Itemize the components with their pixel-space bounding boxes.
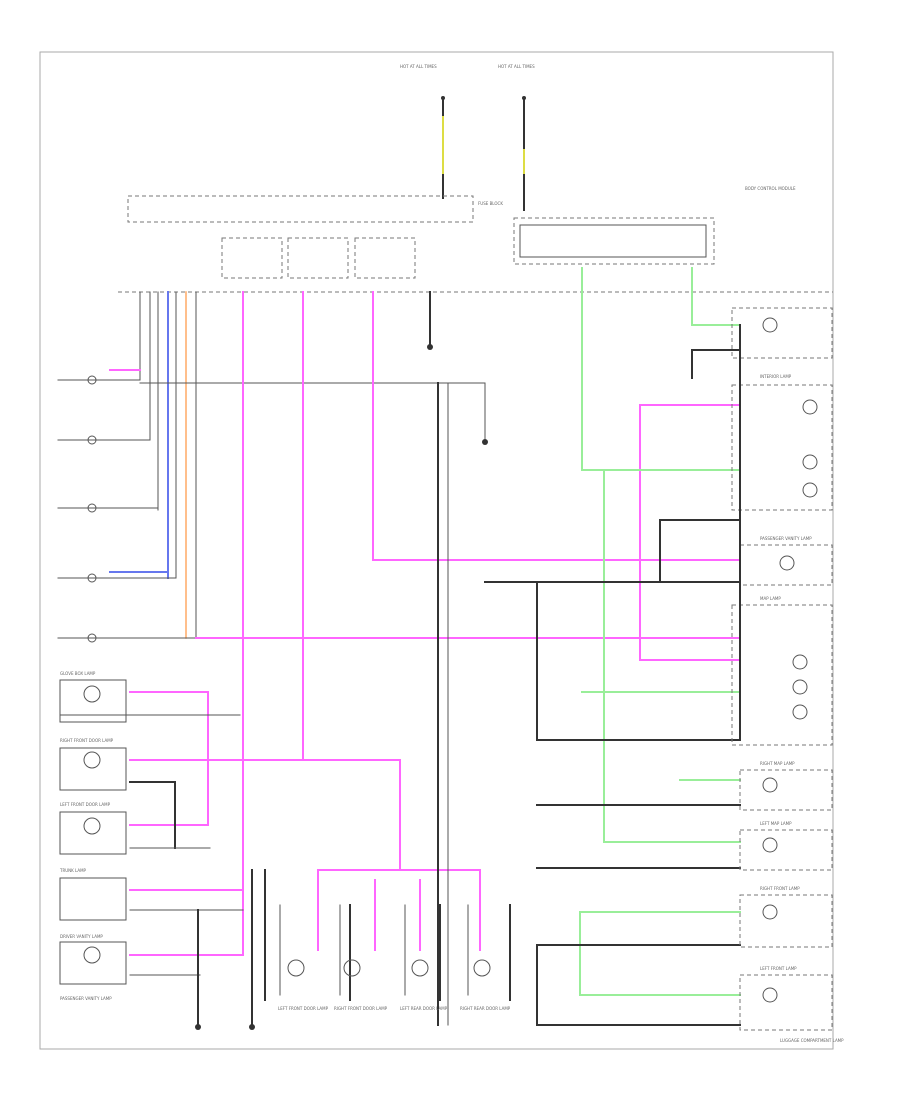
left-switch-4: [57, 571, 177, 583]
driver-vanity-lamp-label: DRIVER VANITY LAMP: [60, 934, 103, 939]
left-front-lamp: LEFT FRONT LAMP: [739, 966, 833, 1031]
interior-lamp-label: INTERIOR LAMP: [760, 374, 792, 379]
luggage-compartment-lamp: [731, 307, 833, 359]
map-lamp-label: MAP LAMP: [760, 596, 781, 601]
left-switch-1: [57, 369, 141, 385]
relay-box-1: [221, 237, 283, 279]
trunk-lamp-label: TRUNK LAMP: [59, 868, 87, 873]
map-lamp: MAP LAMP: [731, 596, 833, 746]
fuse-block-label: FUSE BLOCK: [478, 201, 503, 206]
power-feed-right: [522, 96, 526, 211]
fuse-block-box: [127, 195, 474, 223]
left-rear-door-lamp: LEFT REAR DOOR LAMP: [400, 904, 448, 1011]
body-control-module-box: [513, 217, 715, 265]
hot-at-all-times-label-2: HOT AT ALL TIMES: [498, 64, 535, 69]
left-switch-2: [57, 435, 151, 445]
trunk-lamp: TRUNK LAMP: [59, 868, 127, 921]
relay-box-3: [354, 237, 416, 279]
body-control-module-inner: [519, 224, 707, 258]
interior-lamp: INTERIOR LAMP: [731, 374, 833, 511]
left-switch-3: [57, 503, 159, 513]
left-front-door-lamp: LEFT FRONT DOOR LAMP: [278, 904, 329, 1011]
left-map-lamp-label: LEFT MAP LAMP: [760, 821, 792, 826]
right-front-lamp: RIGHT FRONT LAMP: [739, 886, 833, 948]
left-front-door-lamp-left: LEFT FRONT DOOR LAMP: [59, 802, 127, 855]
glove-box-lamp: GLOVE BOX LAMP: [59, 671, 127, 723]
passenger-vanity-lamp-right: PASSENGER VANITY LAMP: [739, 536, 833, 586]
right-map-lamp-label: RIGHT MAP LAMP: [760, 761, 795, 766]
right-map-lamp: RIGHT MAP LAMP: [739, 761, 833, 811]
power-feed-left: [441, 96, 445, 199]
left-switch-5: [57, 633, 197, 643]
right-front-door-lamp-left: RIGHT FRONT DOOR LAMP: [59, 738, 127, 791]
left-map-lamp: LEFT MAP LAMP: [739, 821, 833, 871]
left-front-door-lamp-label: LEFT FRONT DOOR LAMP: [60, 802, 111, 807]
right-front-lamp-label: RIGHT FRONT LAMP: [760, 886, 800, 891]
left-rear-door-lamp-label: LEFT REAR DOOR LAMP: [400, 1006, 448, 1011]
body-control-module-label: BODY CONTROL MODULE: [745, 186, 796, 191]
passenger-vanity-lamp-label: PASSENGER VANITY LAMP: [60, 996, 112, 1001]
hot-at-all-times-label-1: HOT AT ALL TIMES: [400, 64, 437, 69]
relay-box-2: [287, 237, 349, 279]
driver-vanity-lamp: DRIVER VANITY LAMP: [59, 934, 127, 985]
right-front-door-lamp-bottom-label: RIGHT FRONT DOOR LAMP: [334, 1006, 388, 1011]
passenger-vanity-lamp-right-label: PASSENGER VANITY LAMP: [760, 536, 812, 541]
right-front-door-lamp-label: RIGHT FRONT DOOR LAMP: [60, 738, 114, 743]
diagram-border: [39, 51, 834, 1050]
left-front-lamp-label: LEFT FRONT LAMP: [760, 966, 797, 971]
right-rear-door-lamp: RIGHT REAR DOOR LAMP: [460, 904, 511, 1011]
harness-bundle-left: [139, 291, 197, 639]
right-rear-door-lamp-label: RIGHT REAR DOOR LAMP: [460, 1006, 511, 1011]
right-front-door-lamp: RIGHT FRONT DOOR LAMP: [334, 904, 388, 1011]
left-front-door-lamp-bottom-label: LEFT FRONT DOOR LAMP: [278, 1006, 329, 1011]
glove-box-lamp-label: GLOVE BOX LAMP: [60, 671, 96, 676]
luggage-compartment-lamp-label: LUGGAGE COMPARTMENT LAMP: [780, 1038, 844, 1043]
